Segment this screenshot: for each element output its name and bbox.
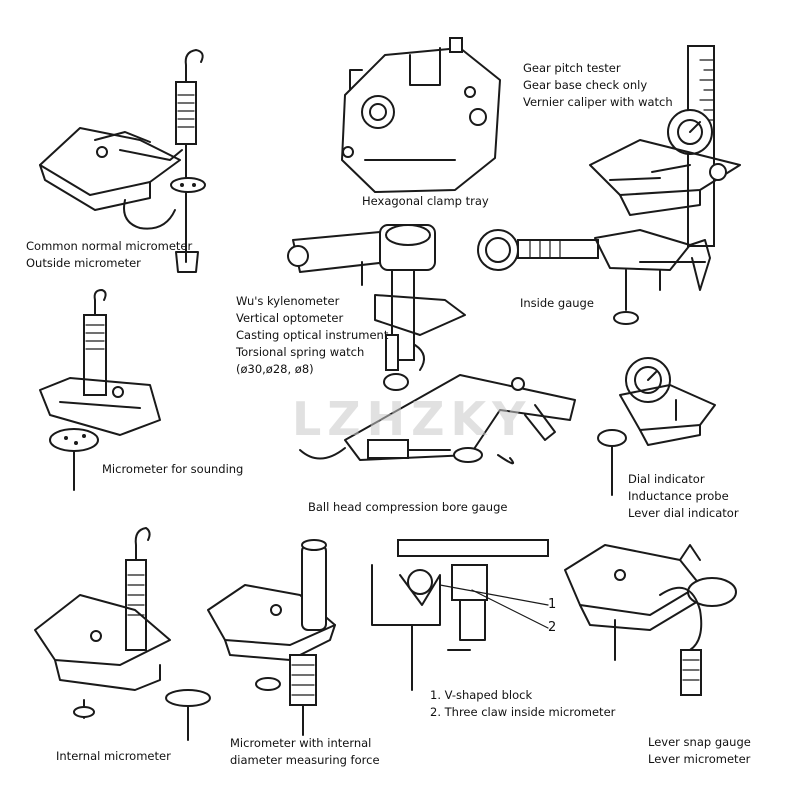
callout-1: 1	[548, 597, 556, 612]
lever-snap-gauge-label: Lever snap gauge Lever micrometer	[648, 735, 751, 766]
micrometer-for-sounding-drawing	[39, 289, 161, 491]
lever-snap-gauge-drawing	[564, 544, 737, 696]
gear-pitch-tester-drawing	[589, 45, 741, 247]
hexagonal-clamp-tray-label: Hexagonal clamp tray	[362, 194, 489, 208]
inside-gauge-drawing	[477, 229, 711, 325]
hexagonal-clamp-tray-drawing	[341, 37, 501, 193]
callout-2: 2	[548, 620, 556, 635]
micrometer-for-sounding-label: Micrometer for sounding	[102, 462, 244, 476]
v-block-drawing: 1 2	[371, 539, 556, 691]
common-normal-micrometer-label: Common normal micrometer Outside microme…	[26, 239, 193, 270]
internal-micrometer-label: Internal micrometer	[56, 749, 171, 763]
dial-indicator-drawing	[597, 357, 716, 496]
v-block-legend: 1. V-shaped block 2. Three claw inside m…	[430, 688, 616, 719]
dial-indicator-label: Dial indicator Inductance probe Lever di…	[628, 472, 739, 520]
wus-kylenometer-label: Wu's kylenometer Vertical optometer Cast…	[236, 294, 389, 376]
common-normal-micrometer-drawing	[39, 49, 206, 273]
micrometer-internal-diameter-label: Micrometer with internal diameter measur…	[230, 736, 380, 767]
ball-head-compression-bore-gauge-label: Ball head compression bore gauge	[308, 500, 508, 514]
watermark: LZHZKY	[292, 392, 532, 446]
wus-kylenometer-drawing	[287, 224, 466, 391]
gear-pitch-tester-label: Gear pitch tester Gear base check only V…	[523, 61, 673, 109]
inside-gauge-label: Inside gauge	[520, 296, 594, 310]
micrometer-internal-diameter-drawing	[207, 539, 336, 736]
internal-micrometer-drawing	[34, 527, 211, 741]
ball-head-compression-bore-gauge-drawing	[299, 374, 576, 465]
